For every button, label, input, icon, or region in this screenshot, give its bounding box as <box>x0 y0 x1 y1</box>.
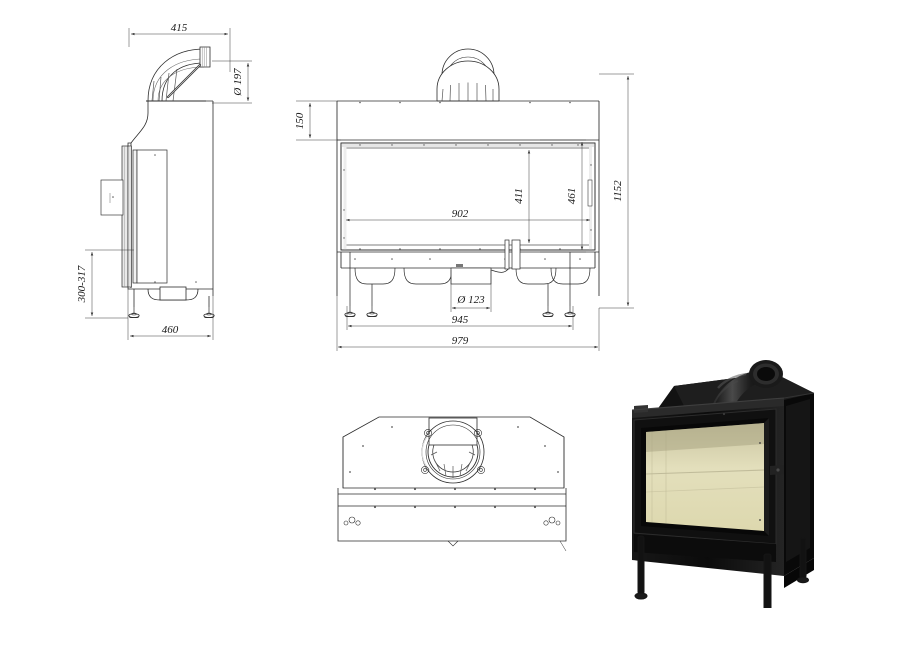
dim-150-label: 150 <box>294 112 306 129</box>
top-view-collar-bolts <box>421 429 485 474</box>
front-view-foot-2 <box>366 305 378 317</box>
dim-1152: 1152 <box>599 73 634 309</box>
front-view-foot-1 <box>344 305 356 317</box>
dim-460: 460 <box>127 289 214 340</box>
front-view-foot-4 <box>564 305 576 317</box>
front-view-legs <box>349 252 571 306</box>
front-view-door <box>340 142 596 251</box>
front-view-door-rivets <box>343 144 592 260</box>
dim-dia197-label: Ø 197 <box>232 68 244 97</box>
left-view-foot-rear <box>203 306 215 318</box>
dim-415: 415 <box>128 22 231 72</box>
dim-461-label: 461 <box>566 188 578 205</box>
front-view-foot-3 <box>542 305 554 317</box>
product-render <box>631 360 815 608</box>
dim-902: 902 <box>346 208 590 222</box>
dim-dia123-label: Ø 123 <box>456 294 485 306</box>
legs <box>634 535 809 608</box>
dim-979: 979 <box>336 296 600 351</box>
front-view: 150 902 411 461 1152 <box>294 48 634 351</box>
dim-150: 150 <box>294 100 341 141</box>
top-view-rivets <box>349 426 559 509</box>
left-view-foot-front <box>128 306 140 318</box>
left-view-door-edge <box>121 145 168 288</box>
dim-415-label: 415 <box>171 22 188 34</box>
dim-979-label: 979 <box>452 335 469 347</box>
front-view-flue-elbow <box>436 48 500 102</box>
door-frame <box>633 408 777 545</box>
dim-460-label: 460 <box>162 324 179 336</box>
left-side-view: 415 Ø 197 <box>76 22 252 340</box>
top-view-flue-collar <box>421 417 485 484</box>
left-view-flue-elbow <box>144 45 212 103</box>
dim-dia123: Ø 123 <box>450 270 492 312</box>
dim-945: 945 <box>346 306 574 330</box>
top-view <box>337 416 567 552</box>
left-view-base <box>131 286 213 307</box>
dim-461: 461 <box>540 139 586 253</box>
door-glass <box>646 423 764 531</box>
top-view-corner-fittings <box>343 516 567 552</box>
dim-902-label: 902 <box>452 208 469 220</box>
dim-1152-label: 1152 <box>612 180 624 202</box>
dim-300-317-label: 300-317 <box>76 265 88 303</box>
dim-411-label: 411 <box>513 188 525 204</box>
top-view-collar-vanes <box>430 451 476 478</box>
dim-300-317: 300-317 <box>76 249 134 319</box>
door-handle <box>770 465 784 475</box>
left-view-handle <box>100 179 124 216</box>
dim-411: 411 <box>513 150 531 243</box>
front-view-top-band <box>359 101 571 104</box>
dim-dia197: Ø 197 <box>212 60 252 104</box>
dim-945-label: 945 <box>452 314 469 326</box>
front-view-underframe <box>354 239 591 285</box>
